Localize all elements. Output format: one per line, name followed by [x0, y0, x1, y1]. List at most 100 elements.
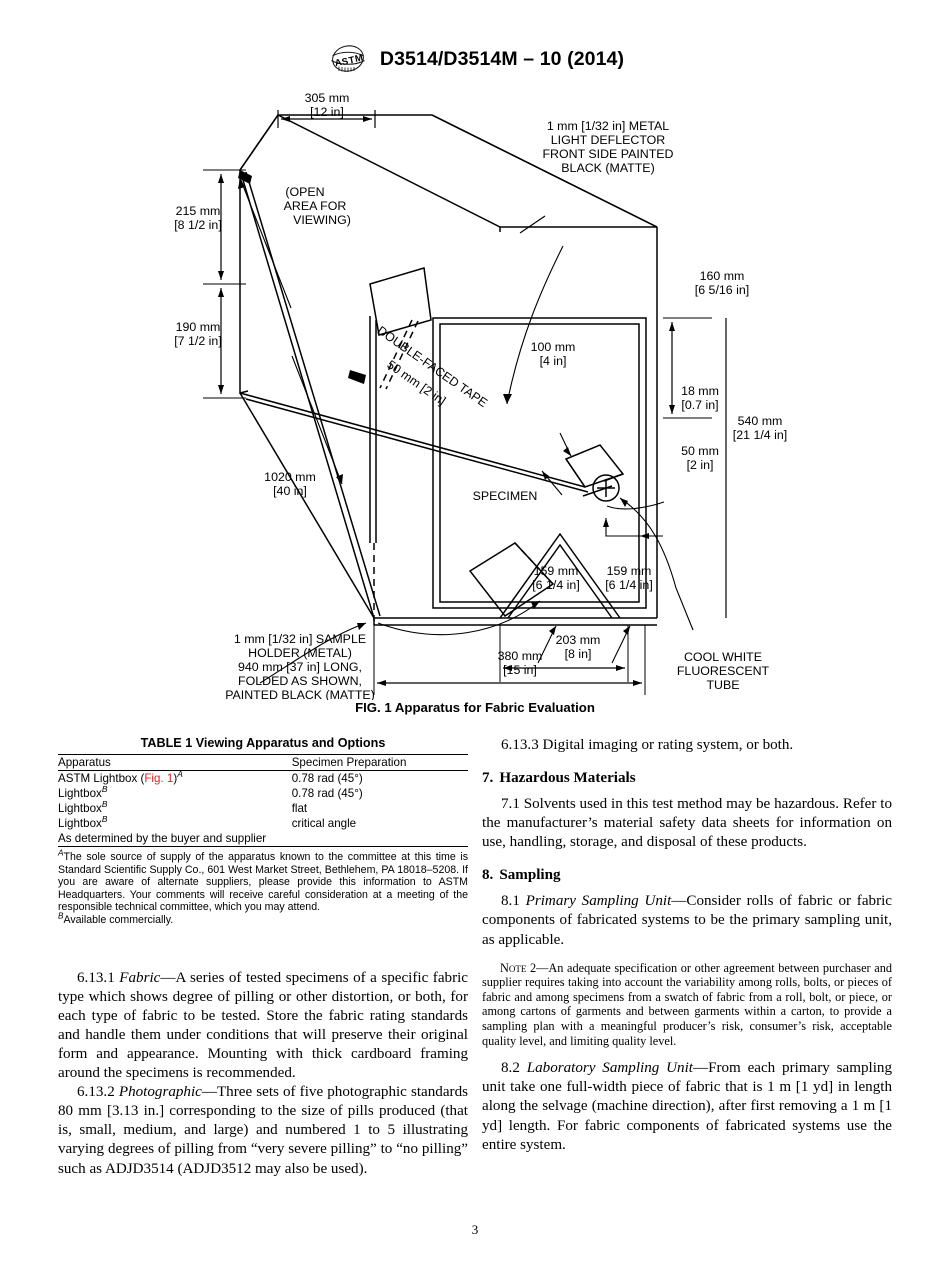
footnote-a-text: The sole source of supply of the apparat…	[58, 851, 468, 914]
apparatus-text: Lightbox	[58, 802, 102, 815]
fig1-link[interactable]: Fig. 1	[144, 772, 174, 785]
footnote-marker: B	[101, 784, 108, 795]
paragraph-7-1: 7.1 Solvents used in this test method ma…	[482, 796, 892, 851]
table1-cell-apparatus: LightboxB	[58, 799, 292, 816]
footnote-marker: B	[101, 799, 108, 810]
dim-right-540-inch: [21 1/4 in]	[733, 428, 787, 442]
dim-203: 203 mm	[556, 633, 601, 647]
tube-line1: COOL WHITE	[684, 650, 762, 664]
footnote-b-text: Available commercially.	[63, 913, 174, 926]
table1-cell-apparatus: LightboxB	[58, 784, 292, 801]
para-number: 8.2	[501, 1060, 520, 1077]
holder-line2: HOLDER (METAL)	[248, 646, 352, 660]
holder-line3: 940 mm [37 in] LONG,	[238, 660, 362, 674]
para-text: —Three sets of five photographic standar…	[58, 1084, 468, 1177]
figure-caption: FIG. 1 Apparatus for Fabric Evaluation	[355, 700, 595, 715]
right-column: 6.13.3 Digital imaging or rating system,…	[482, 736, 892, 1155]
dim-203-inch: [8 in]	[565, 647, 592, 661]
table1-cell-prep: critical angle	[291, 817, 357, 830]
specimen-label: SPECIMEN	[473, 489, 538, 503]
paragraph-6-13-2: 6.13.2 Photographic—Three sets of five p…	[58, 1083, 468, 1178]
dim-right-50: 50 mm	[681, 444, 719, 458]
page-title: D3514/D3514M – 10 (2014)	[379, 47, 625, 70]
footnote-a: AThe sole source of supply of the appara…	[58, 848, 468, 914]
table1-col-apparatus: Apparatus	[58, 754, 292, 771]
table1-bottom-rule	[58, 846, 468, 847]
page-header: A S T M D3514/D3514M – 10 (2014)	[0, 44, 950, 74]
table1-footnotes: AThe sole source of supply of the appara…	[58, 848, 468, 927]
dim-left-1020: 1020 mm	[264, 470, 316, 484]
table-row: ASTM Lightbox (Fig. 1)A 0.78 rad (45°)	[58, 769, 468, 787]
table1-cell-apparatus: LightboxB	[58, 814, 292, 831]
deflector-line2: LIGHT DEFLECTOR	[551, 133, 666, 147]
deflector-line3: FRONT SIDE PAINTED	[542, 147, 673, 161]
dim-tube-100-inch: [4 in]	[540, 354, 567, 368]
table1-cell-prep: flat	[291, 802, 308, 815]
table1-header-row: Apparatus Specimen Preparation	[58, 754, 468, 771]
apparatus-tail: )	[173, 772, 178, 785]
holder-line1: 1 mm [1/32 in] SAMPLE	[234, 632, 366, 646]
para-text: —Consider rolls of fabric or fabric comp…	[482, 893, 892, 948]
section-number: 8.	[482, 867, 494, 884]
para-text: —A series of tested specimens of a speci…	[58, 969, 468, 1082]
footnote-b-marker: B	[58, 911, 64, 921]
deflector-line4: BLACK (MATTE)	[561, 161, 654, 175]
para-term: Laboratory Sampling Unit	[526, 1060, 693, 1077]
dim-left-lower: 190 mm	[176, 320, 221, 334]
open-area-line1: (OPEN	[285, 185, 324, 199]
paragraph-8-2: 8.2 Laboratory Sampling Unit—From each p…	[482, 1059, 892, 1154]
table-row: LightboxB 0.78 rad (45°)	[58, 784, 468, 801]
para-term: Primary Sampling Unit	[525, 893, 672, 910]
dim-tube-100: 100 mm	[531, 340, 576, 354]
dim-380: 380 mm	[498, 649, 543, 663]
section-title: Hazardous Materials	[499, 770, 636, 787]
table1: Apparatus Specimen Preparation ASTM Ligh…	[58, 754, 468, 846]
page-number: 3	[471, 1222, 479, 1237]
table1-cell-prep: 0.78 rad (45°)	[291, 787, 363, 800]
dim-159-right-inch: [6 1/4 in]	[605, 578, 653, 592]
section-heading-8: 8. Sampling	[482, 866, 892, 885]
apparatus-svg: 305 mm [12 in] 215 mm [8 1/2 in] 190 mm …	[174, 91, 787, 702]
table1-title: TABLE 1 Viewing Apparatus and Options	[140, 736, 386, 750]
dim-right-160-inch: [6 5/16 in]	[695, 283, 749, 297]
para-number: 6.13.1	[77, 969, 115, 986]
dim-159-left: 159 mm	[534, 564, 579, 578]
paragraph-6-13-3: 6.13.3 Digital imaging or rating system,…	[501, 737, 794, 753]
holder-line4: FOLDED AS SHOWN,	[238, 674, 362, 688]
dim-159-right: 159 mm	[607, 564, 652, 578]
dim-159-left-inch: [6 1/4 in]	[532, 578, 580, 592]
dim-left-1020-inch: [40 in]	[273, 484, 307, 498]
para-text: —From each primary sampling unit take on…	[482, 1060, 892, 1153]
apparatus-text: ASTM Lightbox (	[58, 772, 145, 785]
figure-apparatus-drawing: 305 mm [12 in] 215 mm [8 1/2 in] 190 mm …	[0, 88, 950, 702]
table1-cell-prep: 0.78 rad (45°)	[291, 772, 363, 785]
open-area-line2: AREA FOR	[284, 199, 347, 213]
left-column: TABLE 1 Viewing Apparatus and Options Ap…	[58, 736, 468, 1179]
note-label: Note 2	[500, 960, 537, 975]
section-title: Sampling	[499, 867, 561, 884]
dim-380-inch: [15 in]	[503, 663, 537, 677]
dim-right-50-inch: [2 in]	[687, 458, 714, 472]
footnote-marker: B	[101, 814, 108, 825]
note-text: —An adequate specification or other agre…	[482, 960, 892, 1048]
svg-text:T: T	[348, 55, 356, 67]
footnote-a-marker: A	[58, 848, 64, 858]
section-number: 7.	[482, 770, 494, 787]
table-row: LightboxB flat	[58, 799, 468, 816]
para-number: 8.1	[501, 893, 520, 910]
table1-col-prep: Specimen Preparation	[291, 754, 468, 771]
open-area-line3: VIEWING)	[293, 213, 351, 227]
tube-line2: FLUORESCENT	[677, 664, 770, 678]
dim-left-upper: 215 mm	[176, 204, 221, 218]
paragraph-8-1: 8.1 Primary Sampling Unit—Consider rolls…	[482, 892, 892, 949]
table-row-final: As determined by the buyer and supplier	[58, 831, 468, 846]
dim-right-540: 540 mm	[738, 414, 783, 428]
deflector-line1: 1 mm [1/32 in] METAL	[547, 119, 669, 133]
dim-top-width: 305 mm	[305, 91, 350, 105]
dim-left-lower-inch: [7 1/2 in]	[174, 334, 222, 348]
dim-left-upper-inch: [8 1/2 in]	[174, 218, 222, 232]
section-heading-7: 7. Hazardous Materials	[482, 769, 892, 788]
para-number: 6.13.2	[77, 1084, 115, 1101]
paragraph-6-13-1: 6.13.1 Fabric—A series of tested specime…	[58, 969, 468, 1084]
footnote-marker: A	[177, 769, 183, 780]
